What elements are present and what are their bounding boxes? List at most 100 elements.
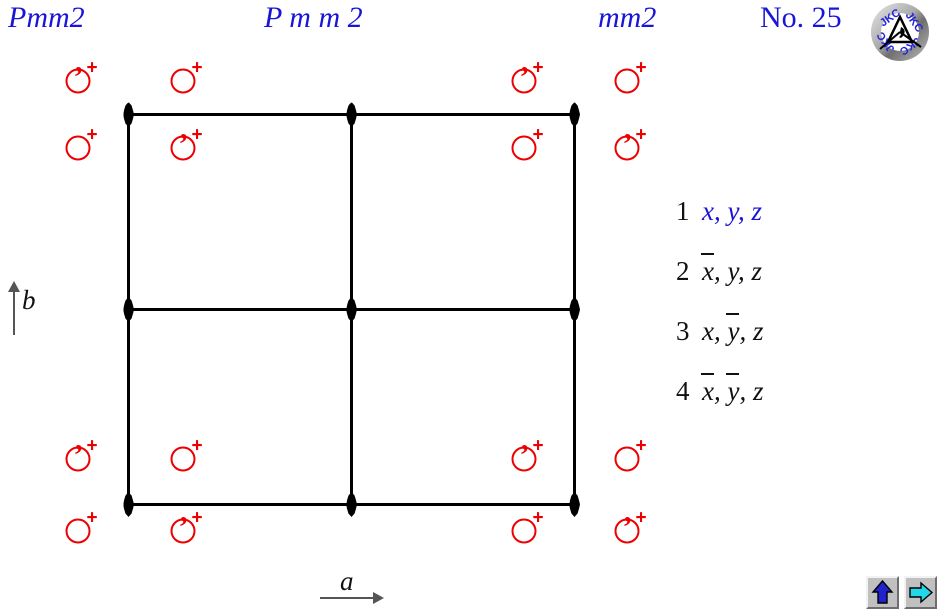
- coordinate-separator: ,: [713, 376, 728, 406]
- general-position-atom: +: [614, 437, 647, 472]
- atom-circle-icon: [511, 518, 537, 544]
- symmetry-operation-number: 4: [676, 376, 690, 406]
- coordinate-separator: ,: [739, 316, 753, 346]
- atom-height-plus-label: +: [86, 507, 98, 529]
- twofold-rotation-axis-icon: [569, 297, 580, 322]
- general-position-atom: +: [511, 126, 544, 161]
- atom-comma-icon: ’: [622, 510, 633, 544]
- general-position-atom-enantiomorph: ’+: [511, 59, 544, 94]
- atom-circle-icon: [614, 446, 640, 472]
- general-position-atom-enantiomorph: ’+: [65, 437, 98, 472]
- coordinate-x: x: [702, 196, 714, 226]
- coordinate-x: x: [701, 252, 714, 290]
- atom-circle-icon: [614, 68, 640, 94]
- atom-circle-icon: [511, 446, 537, 472]
- point-group-symbol: mm2: [598, 1, 657, 34]
- atom-height-plus-label: +: [635, 435, 647, 457]
- space-group-number: No. 25: [760, 1, 842, 34]
- general-position-atom-enantiomorph: ’+: [614, 509, 647, 544]
- symmetry-operation-coordinates: x, y, z: [701, 373, 764, 406]
- atom-circle-icon: [511, 135, 537, 161]
- coordinate-separator: ,: [713, 196, 728, 226]
- b-axis-label: b: [22, 285, 36, 315]
- atom-comma-icon: ’: [178, 127, 189, 161]
- atom-circle-icon: [170, 446, 196, 472]
- twofold-rotation-axis-icon: [569, 492, 580, 517]
- atom-circle-icon: [170, 518, 196, 544]
- coordinate-separator: ,: [737, 256, 752, 286]
- symmetry-operation-coordinates: x, y, z: [702, 196, 762, 226]
- b-axis-arrow-icon: [13, 283, 15, 335]
- atom-height-plus-label: +: [191, 507, 203, 529]
- coordinate-z: z: [752, 376, 764, 406]
- atom-height-plus-label: +: [635, 124, 647, 146]
- twofold-rotation-axis-icon: [123, 492, 134, 517]
- atom-comma-icon: ’: [622, 127, 633, 161]
- atom-circle-icon: [511, 68, 537, 94]
- coordinate-z: z: [752, 316, 764, 346]
- atom-height-plus-label: +: [532, 57, 544, 79]
- symmetry-operation-coordinates: x, y, z: [702, 313, 764, 346]
- atom-comma-icon: ’: [73, 60, 84, 94]
- atom-circle-icon: [65, 518, 91, 544]
- atom-height-plus-label: +: [191, 435, 203, 457]
- coordinate-y: y: [726, 372, 739, 410]
- twofold-rotation-axis-icon: [123, 102, 134, 127]
- coordinate-y: y: [727, 256, 738, 286]
- atom-circle-icon: [65, 68, 91, 94]
- twofold-rotation-axis-icon: [346, 492, 357, 517]
- hermann-mauguin-short-symbol: Pmm2: [8, 1, 85, 34]
- general-position-atom-enantiomorph: ’+: [65, 59, 98, 94]
- twofold-rotation-axis-icon: [569, 102, 580, 127]
- up-arrow-icon: [871, 579, 894, 604]
- a-axis-label: a: [340, 566, 354, 596]
- atom-height-plus-label: +: [532, 124, 544, 146]
- right-arrow-icon: [909, 581, 934, 604]
- atom-comma-icon: ’: [178, 510, 189, 544]
- coordinate-z: z: [751, 256, 762, 286]
- coordinate-y: y: [727, 196, 738, 226]
- atom-circle-icon: [170, 68, 196, 94]
- coordinate-z: z: [751, 196, 762, 226]
- nav-next-button[interactable]: [904, 576, 937, 609]
- atom-circle-icon: [614, 518, 640, 544]
- atom-comma-icon: ’: [519, 438, 530, 472]
- atom-comma-icon: ’: [73, 438, 84, 472]
- coordinate-x: x: [702, 316, 714, 346]
- atom-height-plus-label: +: [191, 57, 203, 79]
- a-axis-arrowhead-icon: [373, 592, 384, 604]
- nav-up-button[interactable]: [866, 576, 899, 609]
- general-position-atom: +: [65, 509, 98, 544]
- general-position-atom: +: [511, 509, 544, 544]
- coordinate-separator: ,: [713, 316, 728, 346]
- general-position-atom: +: [614, 59, 647, 94]
- atom-height-plus-label: +: [191, 124, 203, 146]
- atom-height-plus-label: +: [532, 507, 544, 529]
- coordinate-y: y: [726, 312, 739, 350]
- atom-height-plus-label: +: [86, 124, 98, 146]
- hermann-mauguin-full-symbol: P m m 2: [264, 1, 363, 34]
- atom-circle-icon: [170, 135, 196, 161]
- atom-circle-icon: [65, 446, 91, 472]
- general-position-atom: +: [170, 437, 203, 472]
- a-axis-arrow-icon: [320, 597, 378, 599]
- symmetry-operation-number: 1: [676, 196, 690, 226]
- twofold-rotation-axis-icon: [346, 102, 357, 127]
- atom-height-plus-label: +: [635, 57, 647, 79]
- general-position-atom-enantiomorph: ’+: [614, 126, 647, 161]
- symmetry-operation-number: 3: [676, 316, 690, 346]
- twofold-rotation-axis-icon: [346, 297, 357, 322]
- general-position-atom-enantiomorph: ’+: [170, 509, 203, 544]
- atom-height-plus-label: +: [86, 57, 98, 79]
- general-position-atom: +: [170, 59, 203, 94]
- coordinate-separator: ,: [737, 196, 752, 226]
- atom-height-plus-label: +: [635, 507, 647, 529]
- atom-comma-icon: ’: [519, 60, 530, 94]
- coordinate-separator: ,: [739, 376, 753, 406]
- atom-height-plus-label: +: [532, 435, 544, 457]
